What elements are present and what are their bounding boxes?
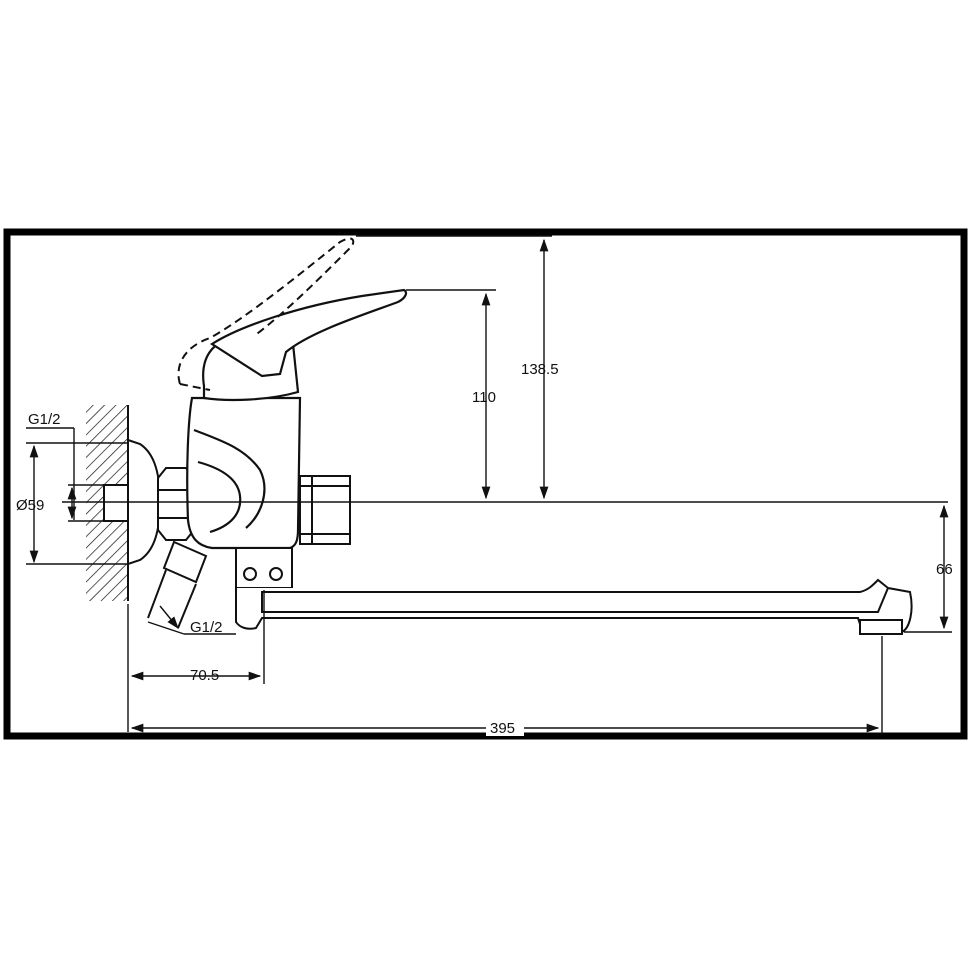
spout-collar: [235, 547, 293, 589]
dimension-66: [904, 504, 952, 633]
spout-aerator: [859, 619, 903, 635]
frame-border: [3, 228, 968, 740]
label-138-5: 138.5: [521, 361, 559, 378]
eccentric-connector: [147, 540, 208, 629]
dimension-138-5: [356, 235, 552, 500]
lever-handle-raised-dashed: [177, 237, 355, 391]
outlet-nut: [299, 475, 351, 545]
dimension-diameter: [26, 442, 128, 565]
spout: [235, 578, 913, 634]
label-70-5: 70.5: [190, 667, 219, 684]
dimension-thread-bottom: [147, 605, 236, 635]
dimension-70-5: [127, 590, 265, 732]
label-395: 395: [490, 720, 515, 737]
label-66: 66: [936, 561, 953, 578]
wall-pipe-stub: [103, 484, 129, 522]
dimension-110: [406, 289, 496, 500]
lever-handle: [209, 288, 408, 378]
label-diameter: Ø59: [16, 497, 44, 514]
label-110: 110: [472, 389, 496, 406]
label-thread-top: G1/2: [28, 411, 61, 428]
dimension-thread-top: [26, 427, 104, 522]
label-thread-bottom: G1/2: [190, 619, 223, 636]
